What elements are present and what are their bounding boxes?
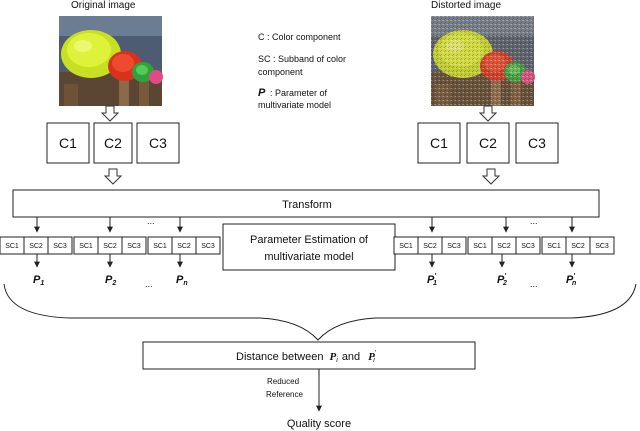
subband-label: SC1 <box>153 243 167 250</box>
subband-group-original-1: SC1 SC2 SC3 <box>0 236 73 255</box>
subband-label: SC2 <box>571 243 585 250</box>
subband-label: SC1 <box>5 243 19 250</box>
param-p1-prime: P'1 <box>427 273 437 287</box>
legend-parameter-line1: : Parameter of <box>270 88 328 98</box>
components-original: C1 C2 C3 <box>46 122 180 164</box>
subband-label: SC1 <box>79 243 93 250</box>
component-c3-original: C3 <box>149 135 167 151</box>
param-p2-prime: P'2 <box>497 273 507 287</box>
parameter-estimation-line1: Parameter Estimation of <box>250 234 369 246</box>
component-c2-distorted: C2 <box>479 135 497 151</box>
subband-group-distorted-1: SC1 SC2 SC3 <box>393 236 467 255</box>
subband-group-distorted-n: SC1 SC2 SC3 <box>541 236 615 255</box>
subband-label: SC2 <box>423 243 437 250</box>
subband-group-distorted-2: SC1 SC2 SC3 <box>467 236 541 255</box>
subband-group-original-n: SC1 SC2 SC3 <box>147 236 221 255</box>
subband-label: SC3 <box>521 243 535 250</box>
hollow-arrow-left-top <box>100 105 120 122</box>
original-image <box>59 16 163 106</box>
subband-label: SC3 <box>201 243 215 250</box>
subband-label: SC3 <box>53 243 67 250</box>
component-c3-distorted: C3 <box>528 135 546 151</box>
components-distorted: C1 C2 C3 <box>417 122 559 164</box>
quality-score-label: Quality score <box>287 418 351 430</box>
subband-label: SC3 <box>595 243 609 250</box>
component-c1-original: C1 <box>59 135 77 151</box>
distorted-image-title: Distorted image <box>431 0 501 11</box>
parameter-estimation-line2: multivariate model <box>264 251 353 263</box>
legend-subband-line2: component <box>258 67 303 77</box>
component-c2-original: C2 <box>104 135 122 151</box>
hollow-arrow-left-mid <box>103 168 123 185</box>
distance-box <box>142 341 476 370</box>
subband-label: SC3 <box>127 243 141 250</box>
ellipsis-top-left: ... <box>147 216 155 226</box>
subband-label: SC3 <box>447 243 461 250</box>
legend-color-component: C : Color component <box>258 32 341 42</box>
merge-brace <box>3 283 637 341</box>
subband-label: SC2 <box>177 243 191 250</box>
param-p2: P2 <box>105 274 116 287</box>
reduced-label: Reduced <box>267 377 299 386</box>
legend-subband-line1: SC : Subband of color <box>258 54 346 64</box>
subband-label: SC1 <box>473 243 487 250</box>
hollow-arrow-right-mid <box>481 168 501 185</box>
legend-p-symbol: P <box>258 87 266 99</box>
ellipsis-bottom-left: ... <box>145 279 153 289</box>
parameter-estimation-box <box>222 223 396 271</box>
param-pn: Pn <box>176 274 188 287</box>
original-image-title: Original image <box>71 0 136 11</box>
hollow-arrow-right-top <box>478 105 498 122</box>
param-pn-prime: P'n <box>566 273 576 287</box>
reference-label: Reference <box>266 390 303 399</box>
distorted-image <box>431 16 535 106</box>
legend-parameter-line2: multivariate model <box>258 100 331 110</box>
transform-label: Transform <box>282 199 332 211</box>
subband-group-original-2: SC1 SC2 SC3 <box>73 236 147 255</box>
ellipsis-bottom-right: ... <box>530 279 538 289</box>
legend: C : Color component SC : Subband of colo… <box>258 32 346 110</box>
transform-box <box>12 189 600 218</box>
component-c1-distorted: C1 <box>430 135 448 151</box>
subband-label: SC2 <box>29 243 43 250</box>
subband-label: SC2 <box>103 243 117 250</box>
subband-label: SC2 <box>497 243 511 250</box>
subband-label: SC1 <box>547 243 561 250</box>
ellipsis-top-right: ... <box>530 216 538 226</box>
subband-label: SC1 <box>399 243 413 250</box>
param-p1: P1 <box>33 274 44 287</box>
